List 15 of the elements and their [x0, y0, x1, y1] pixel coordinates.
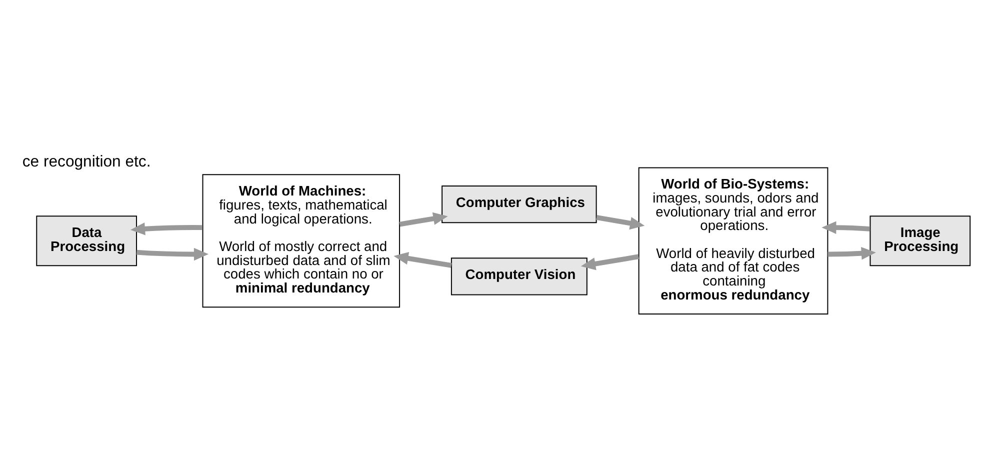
arrow [130, 222, 202, 236]
arrow [399, 212, 448, 227]
arrow [596, 215, 645, 230]
node-box: World of Machines: figures, texts, mathematical and logical operations. World of mostly correct and undisturbed data and of slim codes which contain no or minimal redundancy [202, 174, 400, 308]
node-box: Computer Graphics [442, 186, 597, 224]
arrow [828, 247, 876, 260]
node-box: Image Processing [870, 216, 971, 266]
arrow [822, 221, 870, 234]
arrow [580, 254, 640, 270]
node-box: World of Bio-Systems: images, sounds, odors and evolutionary trial and error operations. World of heavily disturbed data and of fat codes containing enormous redundancy [638, 167, 828, 315]
label: ce recognition etc. [22, 154, 151, 171]
arrow [136, 248, 209, 261]
node-box: Data Processing [36, 216, 137, 266]
node-box: Computer Vision [450, 258, 588, 296]
arrow [394, 252, 452, 268]
